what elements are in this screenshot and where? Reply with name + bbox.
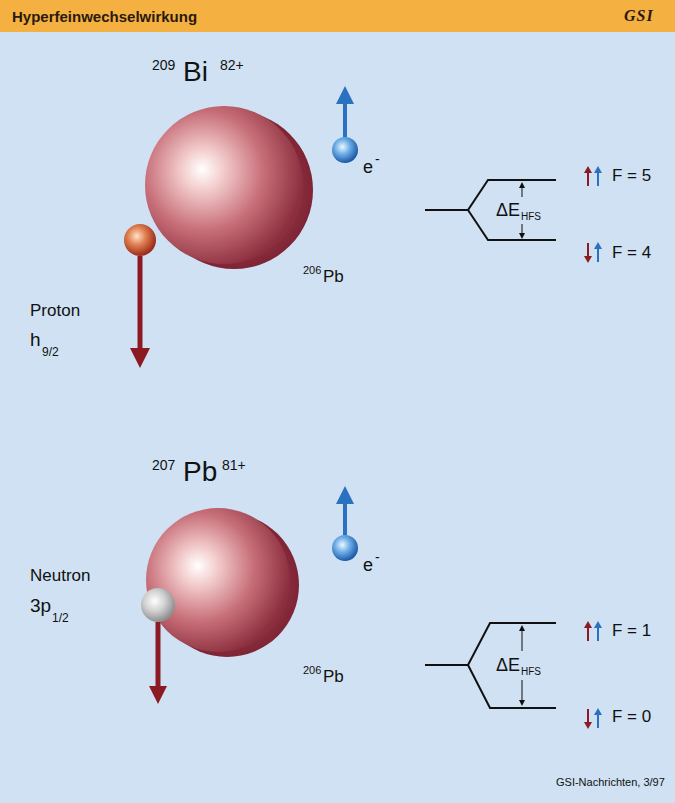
- charge-state: 82+: [220, 58, 244, 72]
- particle-name: Neutron: [30, 567, 90, 584]
- arrow-head: [584, 256, 592, 263]
- spin-arrow: [156, 622, 161, 688]
- charge-state: 81+: [222, 458, 246, 472]
- mass-number: 207: [152, 458, 175, 472]
- spin-arrow: [343, 102, 347, 137]
- arrow-head: [584, 621, 592, 628]
- spin-symbol: [597, 627, 599, 641]
- arrow-head: [519, 233, 525, 239]
- arrow-head: [594, 242, 602, 249]
- charge-sign: -: [375, 550, 380, 564]
- arrow-head: [149, 686, 167, 704]
- proton-sphere: [124, 224, 156, 256]
- arrow-head: [519, 700, 525, 706]
- element-symbol: Bi: [183, 58, 208, 86]
- electron-label: e: [363, 158, 373, 176]
- mass-number: 209: [152, 58, 175, 72]
- mass-number: 206: [303, 265, 321, 276]
- nucleus-sphere: [145, 106, 303, 264]
- arrow-head: [519, 182, 525, 188]
- nucleus-sphere: [146, 508, 290, 652]
- spin-symbol: [597, 248, 599, 262]
- logo-text: GSI: [624, 8, 654, 24]
- arrow-head: [594, 166, 602, 173]
- header-band: [0, 0, 675, 32]
- arrow-head: [336, 86, 354, 104]
- energy-label: ΔE: [496, 656, 520, 674]
- orbital-label: 3p: [30, 596, 51, 615]
- spin-arrow: [343, 502, 347, 535]
- spin-symbol: [597, 172, 599, 186]
- arrow-head: [336, 486, 354, 504]
- splitting-arrow: [522, 629, 523, 651]
- arrow-head: [594, 621, 602, 628]
- level-label: F = 4: [612, 244, 651, 261]
- orbital-subscript: 1/2: [52, 612, 69, 624]
- level-label: F = 5: [612, 167, 651, 184]
- arrow-head: [594, 708, 602, 715]
- energy-label: ΔE: [496, 201, 520, 219]
- energy-subscript: HFS: [521, 667, 541, 677]
- level-label: F = 0: [612, 708, 651, 725]
- splitting-arrow: [522, 680, 523, 702]
- spin-symbol: [587, 172, 589, 186]
- arrow-head: [519, 625, 525, 631]
- spin-symbol: [587, 627, 589, 641]
- electron-sphere: [332, 535, 358, 561]
- level-line: [425, 180, 556, 210]
- level-label: F = 1: [612, 622, 651, 639]
- arrow-head: [584, 166, 592, 173]
- spin-arrow: [138, 256, 143, 350]
- energy-subscript: HFS: [521, 212, 541, 222]
- orbital-subscript: 9/2: [42, 346, 59, 358]
- element-symbol: Pb: [323, 268, 344, 285]
- arrow-head: [130, 348, 150, 368]
- charge-sign: -: [375, 152, 380, 166]
- level-line: [425, 623, 556, 665]
- electron-sphere: [332, 137, 358, 163]
- mass-number: 206: [303, 665, 321, 676]
- element-symbol: Pb: [323, 668, 344, 685]
- spin-symbol: [597, 714, 599, 728]
- particle-name: Proton: [30, 302, 80, 319]
- arrow-head: [584, 722, 592, 729]
- spin-symbol: [587, 243, 589, 257]
- electron-label: e: [363, 556, 373, 574]
- neutron-sphere: [141, 588, 175, 622]
- spin-symbol: [587, 709, 589, 723]
- orbital-label: h: [30, 330, 41, 349]
- source-caption: GSI-Nachrichten, 3/97: [556, 777, 665, 788]
- panel-title: Hyperfeinwechselwirkung: [12, 9, 197, 24]
- element-symbol: Pb: [183, 458, 217, 486]
